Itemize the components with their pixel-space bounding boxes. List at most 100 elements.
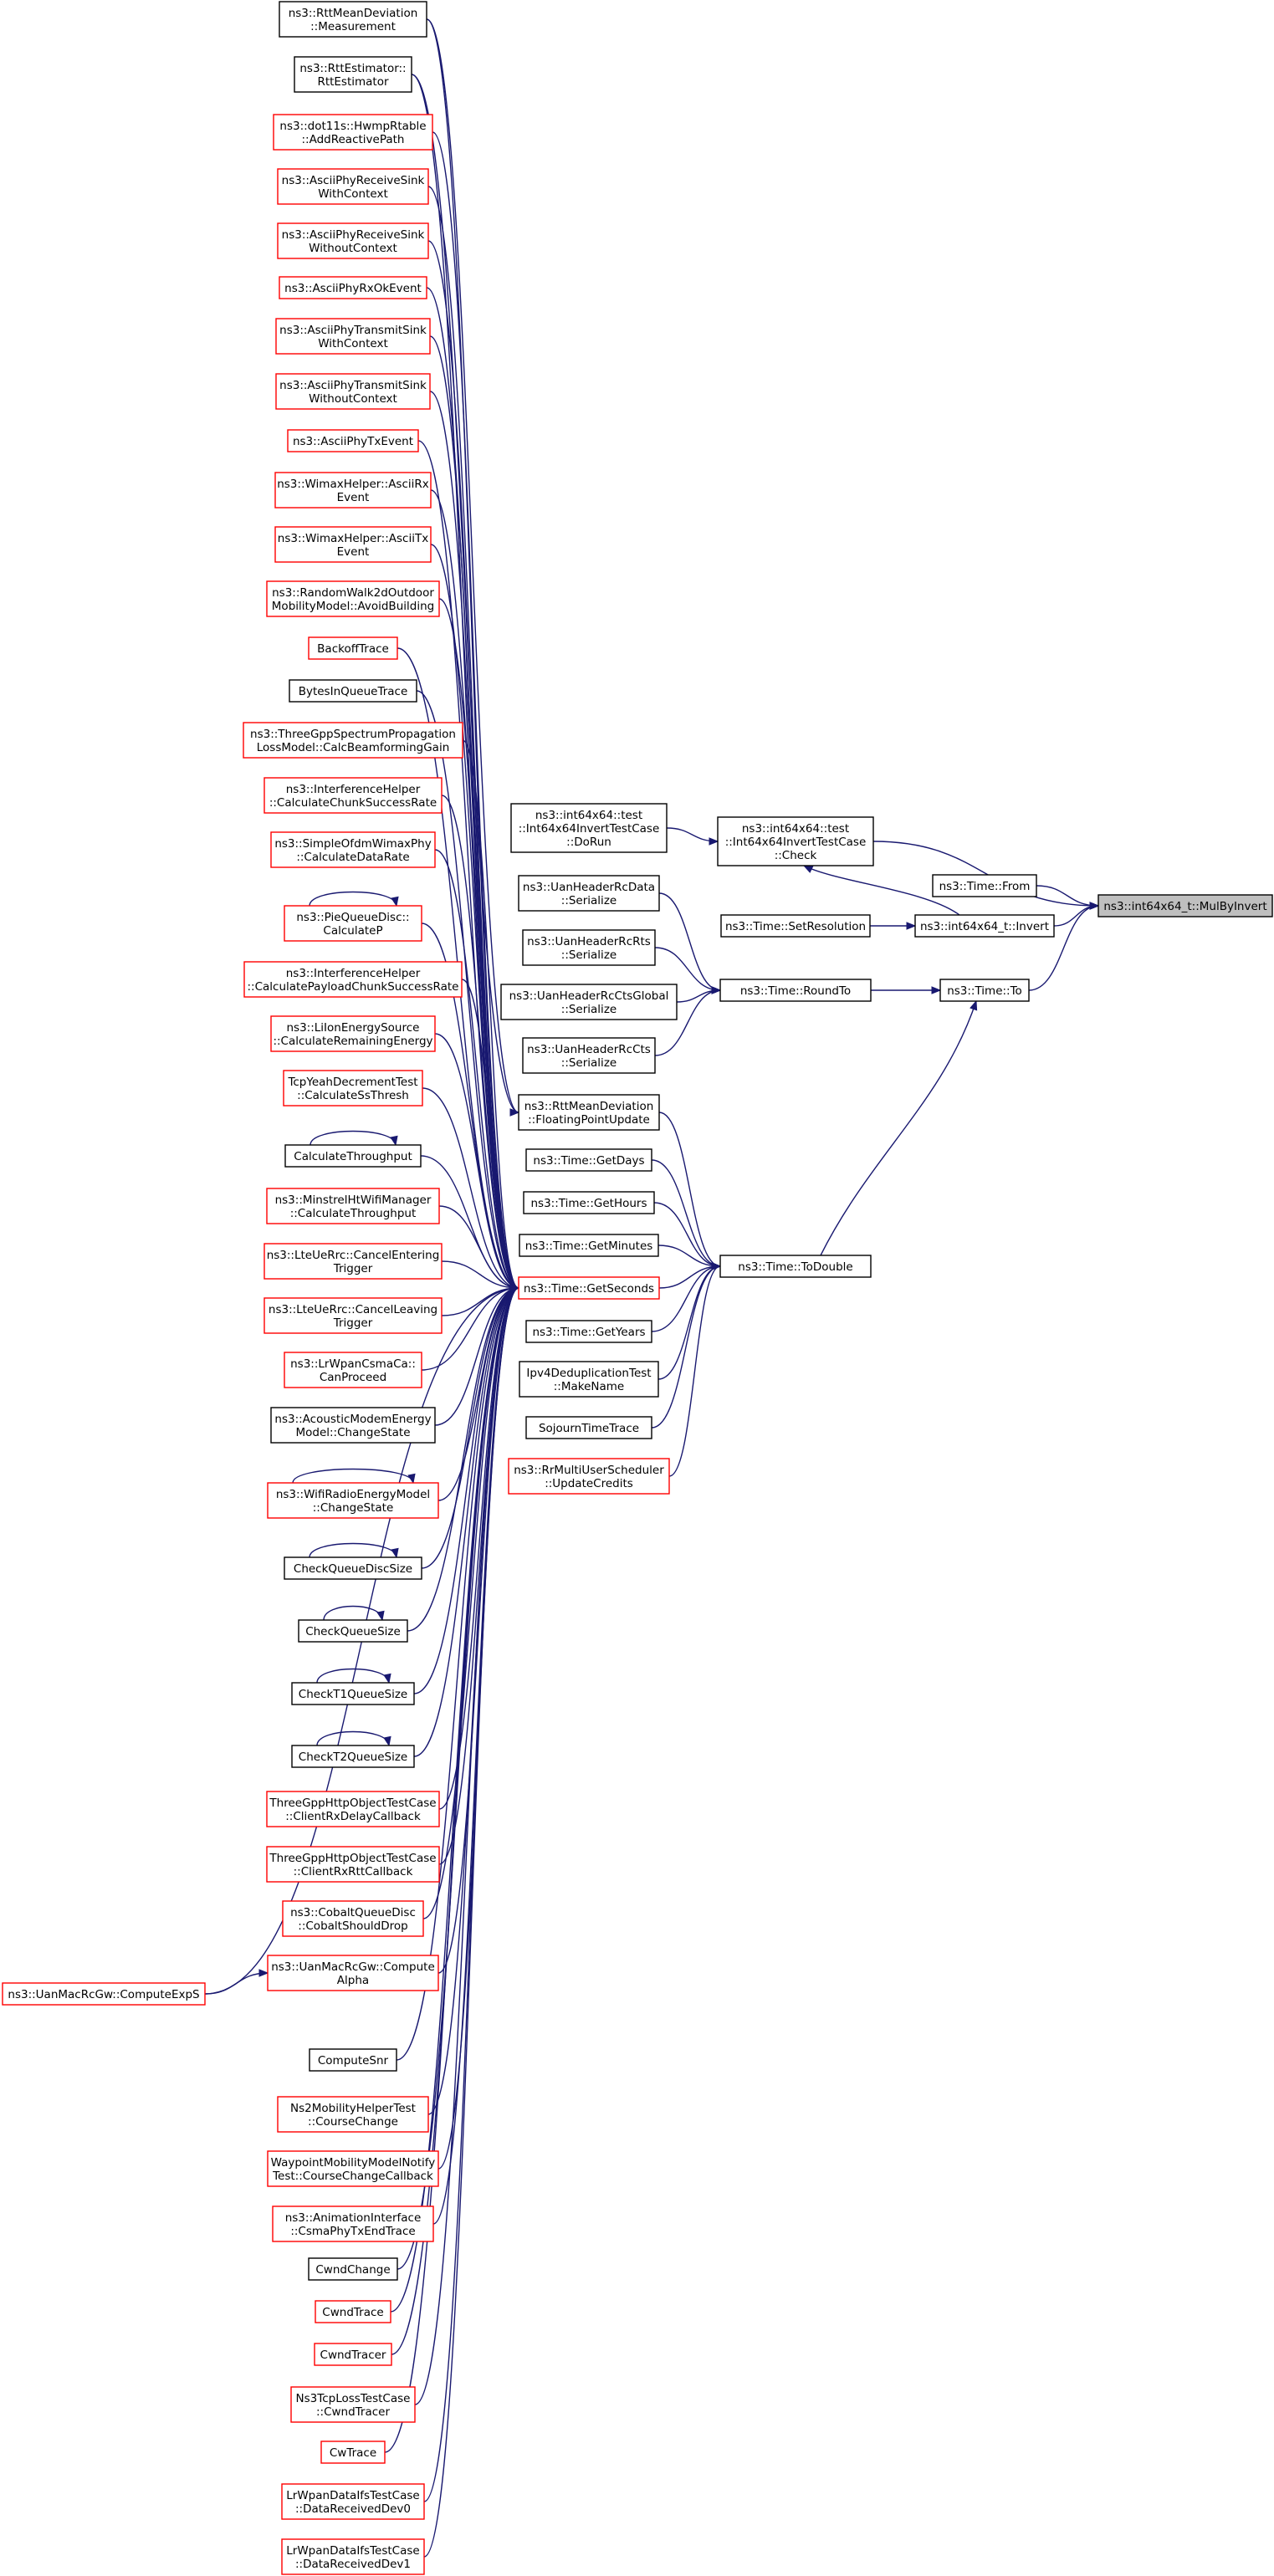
node-c40[interactable]: CwndChange bbox=[308, 2257, 398, 2281]
node-c17[interactable]: ns3::PieQueueDisc::CalculateP bbox=[284, 891, 422, 942]
node-box-c1[interactable] bbox=[294, 56, 412, 93]
node-box-c15[interactable] bbox=[263, 777, 443, 814]
node-ipv4dedup[interactable]: Ipv4DeduplicationTest::MakeName bbox=[519, 1361, 659, 1398]
node-box-c31[interactable] bbox=[291, 1745, 415, 1768]
node-c33[interactable]: ThreeGppHttpObjectTestCase::ClientRxRttC… bbox=[266, 1846, 440, 1883]
node-box-c7[interactable] bbox=[275, 373, 431, 410]
node-box-getseconds[interactable] bbox=[518, 1276, 660, 1300]
node-box-check[interactable] bbox=[717, 816, 874, 866]
node-box-c44[interactable] bbox=[320, 2441, 386, 2464]
node-box-c19[interactable] bbox=[270, 1015, 436, 1052]
node-c28[interactable]: CheckQueueDiscSize bbox=[284, 1542, 422, 1580]
node-dorun[interactable]: ns3::int64x64::test::Int64x64InvertTestC… bbox=[510, 803, 668, 853]
node-box-c36[interactable] bbox=[309, 2048, 397, 2072]
node-getdays[interactable]: ns3::Time::GetDays bbox=[525, 1148, 652, 1172]
node-c0[interactable]: ns3::RttMeanDeviation::Measurement bbox=[279, 1, 427, 38]
node-box-c38[interactable] bbox=[267, 2150, 439, 2187]
node-box-dorun[interactable] bbox=[510, 803, 668, 853]
node-box-ipv4dedup[interactable] bbox=[519, 1361, 659, 1398]
node-c45[interactable]: LrWpanDataIfsTestCase::DataReceivedDev0 bbox=[281, 2483, 425, 2520]
node-box-c32[interactable] bbox=[266, 1791, 440, 1827]
node-c42[interactable]: CwndTracer bbox=[314, 2343, 392, 2366]
node-c39[interactable]: ns3::AnimationInterface::CsmaPhyTxEndTra… bbox=[272, 2205, 434, 2242]
node-box-rcctsglobal[interactable] bbox=[500, 984, 678, 1020]
node-box-c29[interactable] bbox=[298, 1619, 408, 1643]
node-box-mulbyinvert[interactable] bbox=[1097, 894, 1273, 917]
node-box-c28[interactable] bbox=[284, 1556, 422, 1580]
node-box-c34[interactable] bbox=[282, 1900, 424, 1937]
node-box-to[interactable] bbox=[939, 979, 1030, 1002]
node-c1[interactable]: ns3::RttEstimator::RttEstimator bbox=[294, 56, 412, 93]
node-mulbyinvert[interactable]: ns3::int64x64_t::MulByInvert bbox=[1097, 894, 1273, 917]
node-c20[interactable]: TcpYeahDecrementTest::CalculateSsThresh bbox=[283, 1070, 423, 1107]
node-box-c9[interactable] bbox=[274, 472, 432, 509]
node-c31[interactable]: CheckT2QueueSize bbox=[291, 1730, 415, 1768]
node-box-c10[interactable] bbox=[274, 526, 432, 563]
node-c12[interactable]: BackoffTrace bbox=[308, 636, 398, 660]
node-rcrts[interactable]: ns3::UanHeaderRcRts::Serialize bbox=[522, 929, 656, 966]
node-box-getminutes[interactable] bbox=[519, 1234, 659, 1257]
node-box-rcdata[interactable] bbox=[518, 875, 660, 912]
node-from[interactable]: ns3::Time::From bbox=[932, 874, 1037, 897]
node-box-invert[interactable] bbox=[914, 914, 1055, 938]
node-floatingpoint[interactable]: ns3::RttMeanDeviation::FloatingPointUpda… bbox=[518, 1094, 660, 1131]
node-box-c35[interactable] bbox=[267, 1955, 439, 1991]
node-c14[interactable]: ns3::ThreeGppSpectrumPropagationLossMode… bbox=[243, 722, 463, 759]
node-box-c45[interactable] bbox=[281, 2483, 425, 2520]
node-box-c6[interactable] bbox=[275, 318, 431, 355]
node-todouble[interactable]: ns3::Time::ToDouble bbox=[719, 1255, 872, 1278]
node-c18[interactable]: ns3::InterferenceHelper::CalculatePayloa… bbox=[243, 961, 463, 998]
node-c38[interactable]: WaypointMobilityModelNotifyTest::CourseC… bbox=[267, 2150, 439, 2187]
node-rcdata[interactable]: ns3::UanHeaderRcData::Serialize bbox=[518, 875, 660, 912]
node-c2[interactable]: ns3::dot11s::HwmpRtable::AddReactivePath bbox=[273, 114, 433, 151]
node-c16[interactable]: ns3::SimpleOfdmWimaxPhy::CalculateDataRa… bbox=[270, 831, 436, 868]
node-rcctsglobal[interactable]: ns3::UanHeaderRcCtsGlobal::Serialize bbox=[500, 984, 678, 1020]
node-box-c14[interactable] bbox=[243, 722, 463, 759]
node-box-todouble[interactable] bbox=[719, 1255, 872, 1278]
node-box-c43[interactable] bbox=[290, 2386, 416, 2423]
node-box-c5[interactable] bbox=[279, 276, 427, 299]
node-c8[interactable]: ns3::AsciiPhyTxEvent bbox=[287, 429, 419, 452]
node-c43[interactable]: Ns3TcpLossTestCase::CwndTracer bbox=[290, 2386, 416, 2423]
node-c44[interactable]: CwTrace bbox=[320, 2441, 386, 2464]
node-box-setresolution[interactable] bbox=[720, 914, 871, 938]
node-box-rccts[interactable] bbox=[522, 1037, 656, 1074]
node-box-c13[interactable] bbox=[289, 679, 417, 703]
node-c46[interactable]: LrWpanDataIfsTestCase::DataReceivedDev1 bbox=[281, 2538, 425, 2575]
node-box-c20[interactable] bbox=[283, 1070, 423, 1107]
node-getminutes[interactable]: ns3::Time::GetMinutes bbox=[519, 1234, 659, 1257]
node-c27[interactable]: ns3::WifiRadioEnergyModel::ChangeState bbox=[267, 1468, 439, 1519]
node-box-c12[interactable] bbox=[308, 636, 398, 660]
node-box-c18[interactable] bbox=[243, 961, 463, 998]
node-c32[interactable]: ThreeGppHttpObjectTestCase::ClientRxDela… bbox=[266, 1791, 440, 1827]
node-box-c21[interactable] bbox=[284, 1144, 422, 1168]
node-box-c37[interactable] bbox=[277, 2096, 429, 2133]
node-box-c0[interactable] bbox=[279, 1, 427, 38]
node-box-c40[interactable] bbox=[308, 2257, 398, 2281]
node-c11[interactable]: ns3::RandomWalk2dOutdoorMobilityModel::A… bbox=[266, 580, 440, 617]
node-sojourn[interactable]: SojournTimeTrace bbox=[525, 1416, 652, 1439]
node-box-c46[interactable] bbox=[281, 2538, 425, 2575]
node-box-c23[interactable] bbox=[263, 1243, 443, 1280]
node-c30[interactable]: CheckT1QueueSize bbox=[291, 1668, 415, 1705]
node-c41[interactable]: CwndTrace bbox=[315, 2300, 391, 2323]
node-box-c25[interactable] bbox=[284, 1352, 422, 1388]
node-box-c22[interactable] bbox=[266, 1188, 440, 1224]
node-c26[interactable]: ns3::AcousticModemEnergyModel::ChangeSta… bbox=[270, 1407, 436, 1444]
node-c13[interactable]: BytesInQueueTrace bbox=[289, 679, 417, 703]
node-c19[interactable]: ns3::LiIonEnergySource::CalculateRemaini… bbox=[270, 1015, 436, 1052]
node-c36[interactable]: ComputeSnr bbox=[309, 2048, 397, 2072]
node-box-rcrts[interactable] bbox=[522, 929, 656, 966]
node-box-sojourn[interactable] bbox=[525, 1416, 652, 1439]
node-invert[interactable]: ns3::int64x64_t::Invert bbox=[914, 914, 1055, 938]
node-setresolution[interactable]: ns3::Time::SetResolution bbox=[720, 914, 871, 938]
node-to[interactable]: ns3::Time::To bbox=[939, 979, 1030, 1002]
node-c5[interactable]: ns3::AsciiPhyRxOkEvent bbox=[279, 276, 427, 299]
